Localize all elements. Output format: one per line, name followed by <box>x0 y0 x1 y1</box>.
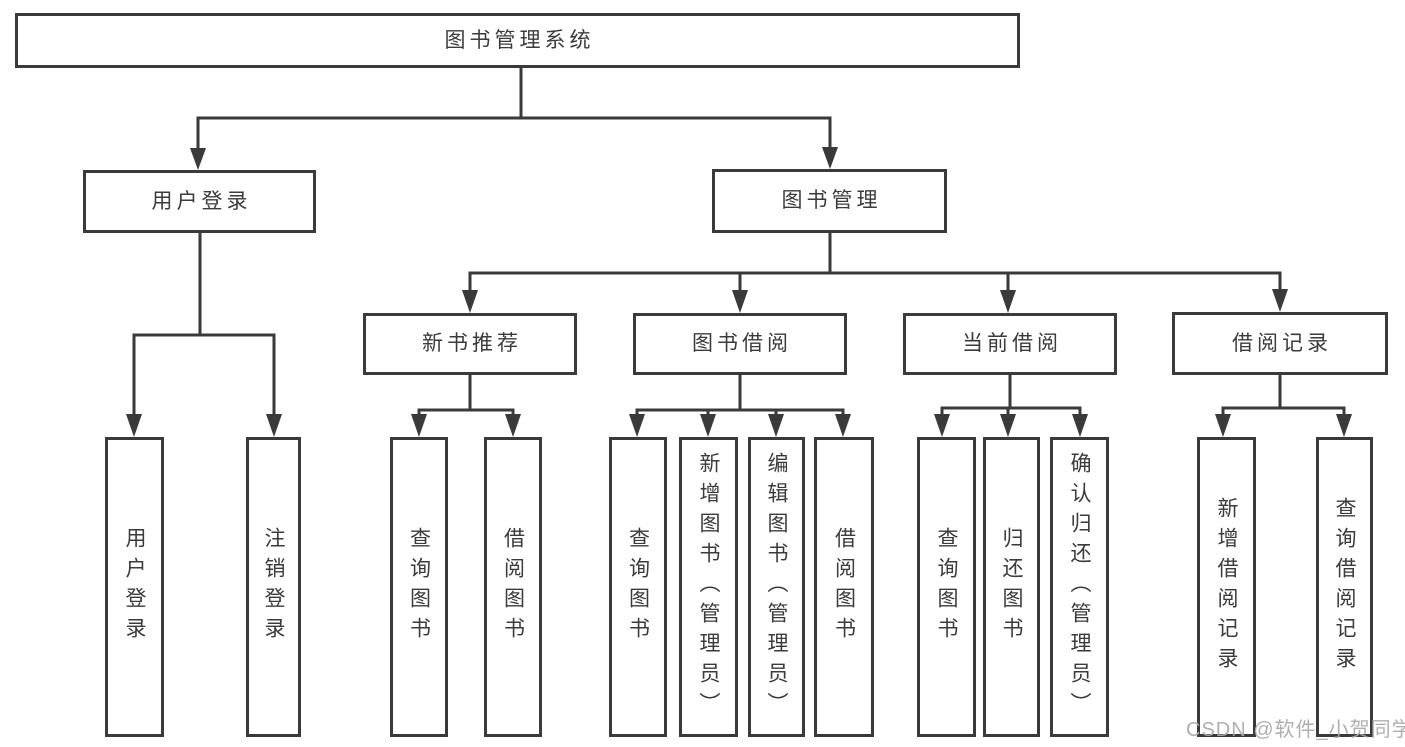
arrow-down-icon <box>835 414 851 437</box>
node-label: 新增借阅记录 <box>1215 497 1238 677</box>
arrow-down-icon <box>1000 290 1016 313</box>
node-new-book-recommendation: 新书推荐 <box>363 313 577 375</box>
node-book-management: 图书管理 <box>712 169 947 233</box>
arrow-down-icon <box>411 414 427 437</box>
arrow-down-icon <box>1272 289 1288 312</box>
arrow-down-icon <box>505 414 521 437</box>
node-label: 图书管理 <box>781 189 882 213</box>
csdn-watermark: CSDN @软件_小贺同学 <box>1186 719 1405 741</box>
node-bb-edit-books-admin: 编辑图书（管理员） <box>748 437 805 737</box>
arrow-down-icon <box>266 414 282 437</box>
node-label: 注销登录 <box>262 527 285 647</box>
arrow-down-icon <box>934 414 950 437</box>
node-label: 查询图书 <box>407 527 431 647</box>
node-br-add-borrow-record: 新增借阅记录 <box>1197 437 1256 737</box>
node-label: 新增图书（管理员） <box>697 452 720 722</box>
arrow-down-icon <box>768 414 784 437</box>
node-label: 归还图书 <box>1000 527 1023 647</box>
node-book-borrowing: 图书借阅 <box>633 313 847 375</box>
node-label: 新书推荐 <box>422 332 522 356</box>
node-label: 借阅图书 <box>501 527 525 647</box>
arrow-down-icon <box>1215 414 1231 437</box>
arrow-down-icon <box>1000 414 1016 437</box>
node-label: 用户登录 <box>123 527 146 647</box>
arrow-down-icon <box>1336 414 1352 437</box>
node-logout: 注销登录 <box>246 437 301 737</box>
node-bb-add-books-admin: 新增图书（管理员） <box>679 437 738 737</box>
arrow-down-icon <box>732 290 748 313</box>
node-user-login: 用户登录 <box>105 437 164 737</box>
node-label: 编辑图书（管理员） <box>765 452 788 722</box>
node-nbr-query-books: 查询图书 <box>390 437 448 737</box>
node-label: 借阅记录 <box>1232 331 1332 355</box>
arrowheads-group <box>126 147 1352 437</box>
node-current-borrowing: 当前借阅 <box>903 313 1117 375</box>
node-user-login-group: 用户登录 <box>83 170 316 233</box>
node-label: 借阅图书 <box>832 527 856 647</box>
node-label: 用户登录 <box>151 189 252 213</box>
node-nbr-borrow-books: 借阅图书 <box>484 437 542 737</box>
node-borrowing-records: 借阅记录 <box>1172 312 1388 375</box>
arrow-down-icon <box>462 290 478 313</box>
arrow-down-icon <box>629 414 645 437</box>
node-cb-query-books: 查询图书 <box>917 437 976 737</box>
node-label: 图书管理系统 <box>444 28 595 52</box>
arrow-down-icon <box>700 414 716 437</box>
node-label: 查询借阅记录 <box>1333 497 1356 677</box>
node-bb-borrow-books: 借阅图书 <box>814 437 874 737</box>
node-label: 确认归还（管理员） <box>1068 452 1091 722</box>
arrow-down-icon <box>822 147 838 169</box>
node-label: 图书借阅 <box>692 332 792 356</box>
node-label: 查询图书 <box>935 527 958 647</box>
node-label: 查询图书 <box>626 527 650 647</box>
node-br-query-borrow-record: 查询借阅记录 <box>1316 437 1373 737</box>
node-cb-confirm-return-admin: 确认归还（管理员） <box>1050 437 1109 737</box>
node-library-management-system: 图书管理系统 <box>15 13 1020 68</box>
arrow-down-icon <box>126 414 142 437</box>
node-label: 当前借阅 <box>962 332 1062 356</box>
node-bb-query-books: 查询图书 <box>609 437 667 737</box>
node-cb-return-books: 归还图书 <box>983 437 1040 737</box>
arrow-down-icon <box>1072 414 1088 437</box>
arrow-down-icon <box>190 148 206 170</box>
